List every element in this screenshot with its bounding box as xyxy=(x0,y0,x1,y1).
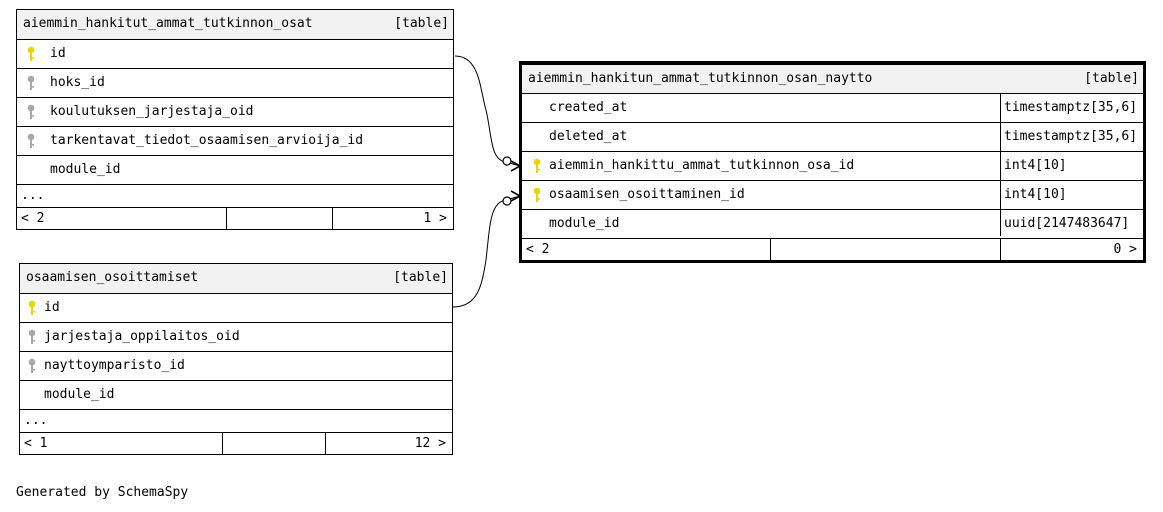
column-name: nayttoymparisto_id xyxy=(44,358,185,373)
table-footer: < 2 0 > xyxy=(522,238,1143,260)
generator-credit: Generated by SchemaSpy xyxy=(16,485,189,500)
column-row[interactable]: id xyxy=(17,39,453,68)
column-name: koulutuksen_jarjestaja_oid xyxy=(50,104,254,119)
parents-count[interactable]: < 1 xyxy=(24,436,48,451)
table-name[interactable]: osaamisen_osoittamiset xyxy=(26,270,199,285)
footer-spacer xyxy=(770,239,1000,260)
column-type: uuid[2147483647] xyxy=(1004,216,1130,231)
foreign-key-icon xyxy=(28,358,36,374)
more-columns-indicator: ... xyxy=(20,409,452,432)
footer-spacer xyxy=(222,433,325,454)
relation-crowfoot xyxy=(510,160,521,172)
relation-optional-marker xyxy=(502,156,512,166)
column-row[interactable]: module_id uuid[2147483647] xyxy=(522,209,1143,238)
column-name: hoks_id xyxy=(50,75,105,90)
primary-key-icon xyxy=(27,46,35,62)
column-name: deleted_at xyxy=(549,129,628,144)
column-name: module_id xyxy=(50,162,121,177)
primary-key-icon xyxy=(533,158,541,174)
column-row[interactable]: hoks_id xyxy=(17,68,453,97)
relation-link-aiemmin-hankitut xyxy=(454,55,521,167)
column-row[interactable]: jarjestaja_oppilaitos_oid xyxy=(20,322,452,351)
column-name: tarkentavat_tiedot_osaamisen_arvioija_id xyxy=(50,133,364,148)
relation-optional-marker xyxy=(502,196,512,206)
table-kind-label: [table] xyxy=(393,270,448,285)
parents-count[interactable]: < 2 xyxy=(526,242,550,257)
column-name: id xyxy=(44,300,60,315)
column-row[interactable]: aiemmin_hankittu_ammat_tutkinnon_osa_id … xyxy=(522,151,1143,180)
column-row[interactable]: module_id xyxy=(20,380,452,409)
foreign-key-icon xyxy=(27,133,35,149)
relation-crowfoot xyxy=(510,190,521,202)
column-type: int4[10] xyxy=(1004,187,1067,202)
children-count[interactable]: 0 > xyxy=(1000,239,1143,260)
relation-link-osaamisen-osoittamiset xyxy=(452,195,521,308)
table-footer: < 2 1 > xyxy=(17,207,453,229)
column-name: module_id xyxy=(549,216,620,231)
table-header[interactable]: osaamisen_osoittamiset [table] xyxy=(20,264,452,293)
primary-key-icon xyxy=(28,300,36,316)
column-row[interactable]: created_at timestamptz[35,6] xyxy=(522,93,1143,122)
column-name: module_id xyxy=(44,387,115,402)
footer-spacer xyxy=(226,208,332,229)
table-name[interactable]: aiemmin_hankitun_ammat_tutkinnon_osan_na… xyxy=(528,71,873,86)
column-name: jarjestaja_oppilaitos_oid xyxy=(44,329,240,344)
column-row[interactable]: koulutuksen_jarjestaja_oid xyxy=(17,97,453,126)
foreign-key-icon xyxy=(28,329,36,345)
foreign-key-icon xyxy=(27,75,35,91)
column-row[interactable]: id xyxy=(20,293,452,322)
column-name: created_at xyxy=(549,100,628,115)
table-footer: < 1 12 > xyxy=(20,432,452,454)
table-kind-label: [table] xyxy=(394,16,449,31)
column-row[interactable]: osaamisen_osoittaminen_id int4[10] xyxy=(522,180,1143,209)
column-name: id xyxy=(50,46,66,61)
children-count[interactable]: 12 > xyxy=(325,433,452,454)
column-type: timestamptz[35,6] xyxy=(1004,129,1138,144)
table-osaamisen-osoittamiset[interactable]: osaamisen_osoittamiset [table] id jarjes… xyxy=(19,263,453,455)
type-column-divider xyxy=(1000,93,1001,236)
column-type: int4[10] xyxy=(1004,158,1067,173)
column-row[interactable]: nayttoymparisto_id xyxy=(20,351,452,380)
column-row[interactable]: module_id xyxy=(17,155,453,184)
parents-count[interactable]: < 2 xyxy=(21,211,45,226)
table-name[interactable]: aiemmin_hankitut_ammat_tutkinnon_osat xyxy=(23,16,313,31)
foreign-key-icon xyxy=(27,104,35,120)
table-aiemmin-hankitut-ammat-tutkinnon-osat[interactable]: aiemmin_hankitut_ammat_tutkinnon_osat [t… xyxy=(16,9,454,230)
column-row[interactable]: deleted_at timestamptz[35,6] xyxy=(522,122,1143,151)
column-type: timestamptz[35,6] xyxy=(1004,100,1138,115)
table-aiemmin-hankitun-ammat-tutkinnon-osan-naytto[interactable]: aiemmin_hankitun_ammat_tutkinnon_osan_na… xyxy=(519,61,1146,263)
column-row[interactable]: tarkentavat_tiedot_osaamisen_arvioija_id xyxy=(17,126,453,155)
table-header[interactable]: aiemmin_hankitun_ammat_tutkinnon_osan_na… xyxy=(522,64,1143,93)
table-kind-label: [table] xyxy=(1084,71,1139,86)
column-name: osaamisen_osoittaminen_id xyxy=(549,187,745,202)
table-header[interactable]: aiemmin_hankitut_ammat_tutkinnon_osat [t… xyxy=(17,10,453,39)
primary-key-icon xyxy=(533,187,541,203)
column-name: aiemmin_hankittu_ammat_tutkinnon_osa_id xyxy=(549,158,855,173)
children-count[interactable]: 1 > xyxy=(332,208,453,229)
more-columns-indicator: ... xyxy=(17,184,453,207)
